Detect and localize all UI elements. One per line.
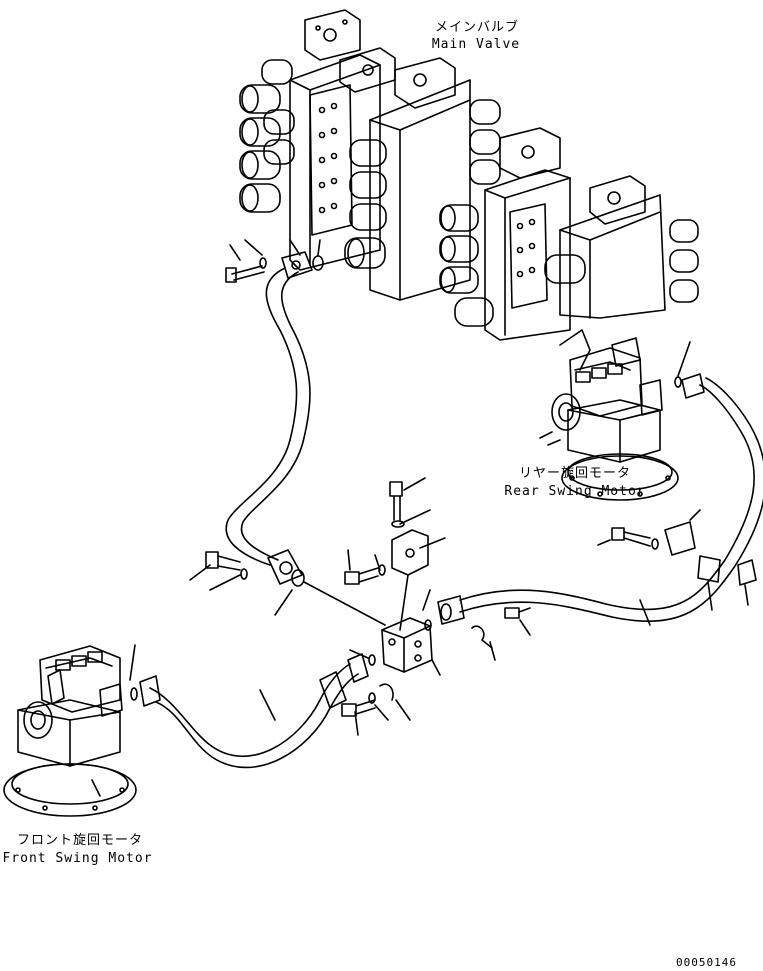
front-motor-label-en: Front Swing Motor [2,851,153,866]
front-motor-label-jp: フロント旋回モータ [16,833,143,848]
hose-front [129,644,369,769]
rear-motor-label-en: Rear Swing Motor [504,484,646,499]
junction-block [341,477,446,736]
bolt-set-middle [189,551,386,626]
hose-rear [422,341,763,661]
main-valve-label-en: Main Valve [431,37,521,52]
drawing-number: 00050146 [676,956,737,969]
steel-pipe [225,251,313,585]
front-swing-motor [3,645,137,817]
main-valve-label-jp: メインバルブ [434,20,519,35]
solenoid-stack-left [239,59,295,213]
rear-motor-label-jp: リヤー旋回モータ [518,466,631,481]
main-valve-upper [239,9,501,301]
rear-swing-motor [539,329,679,501]
main-valve-lower [439,127,699,341]
bolt-set-upper [225,239,324,283]
